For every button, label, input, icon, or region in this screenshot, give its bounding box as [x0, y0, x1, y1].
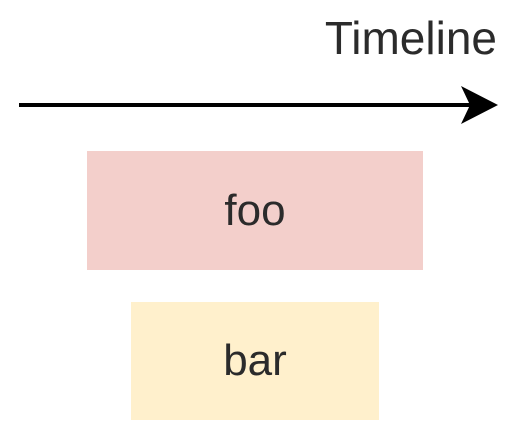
bar-block-label: bar — [223, 336, 287, 385]
timeline-label: Timeline — [324, 12, 497, 64]
bar-block: bar — [131, 302, 379, 420]
foo-block: foo — [87, 151, 423, 270]
timeline-arrow-head — [461, 86, 498, 124]
foo-block-label: foo — [224, 185, 286, 235]
